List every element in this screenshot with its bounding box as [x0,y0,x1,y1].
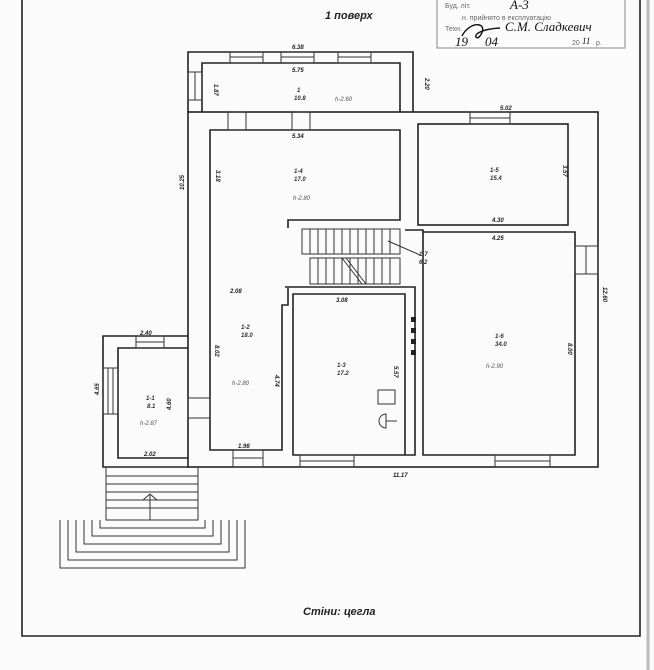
rooms-2-height: h-2.80 [232,381,250,387]
rooms-3-id: 1-3 [337,363,346,369]
dimensions-r16_side: 8.00 [566,343,572,355]
approval-stamp: Буд. літ. А-3 н. прийнято в експлуатацію… [436,0,626,49]
entrance-steps [59,467,246,569]
dimensions-annex_side: 1.87 [212,84,218,96]
dimensions-r15_side: 3.57 [561,165,567,177]
floor-title: 1 поверх [325,10,374,22]
dimensions-r16_top: 4.25 [491,236,504,242]
room-labels: 1 10.8 h-2.60 1-1 8.1 h-2.87 1-2 18.0 h-2.80 1… [140,88,507,427]
rooms-7-area: 6.2 [419,260,428,266]
dimensions-porch_side: 4.65 [95,383,101,396]
rooms-4-height: h-2.80 [293,196,311,202]
dimensions-main_right: 12.60 [601,287,607,303]
stamp-month: 04 [485,34,499,49]
ventilation-ducts [411,317,416,355]
room-1-6-label: 1-6 34.0 h-2.90 [486,334,507,370]
dimensions-main_left: 10.25 [180,174,186,190]
room-1-3-label: 1-3 17.2 [337,363,349,377]
dimensions-corridor_side: 8.02 [213,345,219,357]
room-1-7-label: 1-76.2 [419,252,428,266]
dimensions-corridor_bottom: 1.98 [238,444,250,450]
rooms-1-area: 8.1 [147,404,156,410]
stamp-signature: С.М. Сладкевич [505,19,592,34]
rooms-5-area: 15.4 [490,176,502,182]
room-1-6-wall [405,229,576,456]
stamp-year-suffix: р. [596,40,602,47]
rooms-2-id: 1-2 [241,325,250,331]
rooms-5-id: 1-5 [490,168,499,174]
dimensions-r15_bottom: 4.30 [491,218,504,224]
sink-icon [378,413,397,429]
dimensions-r13_side: 5.57 [392,366,398,378]
room-1-4-wall [209,129,401,228]
dimensions-porch_top: 2.40 [139,331,152,337]
dimensions-annex_outer: 6.38 [292,45,304,51]
stamp-day: 19 [455,34,469,49]
annex-outer-wall [187,51,414,112]
dimensions-porch_inner: 4.60 [167,398,173,411]
signature-mark [461,24,501,39]
room-1-2-label: 1-2 18.0 h-2.80 [232,325,253,387]
rooms-4-area: 17.0 [294,177,306,183]
room-1-4-label: 1-4 17.0 h-2.80 [293,169,311,202]
dimensions-main_bottom: 11.17 [393,473,408,479]
stamp-accepted-text: н. прийнято в експлуатацію [462,14,551,22]
dimensions-r14_width: 5.34 [292,134,304,140]
stamp-building-value: А-3 [509,0,529,12]
dimensions-annex_right: 2.20 [423,77,429,90]
rooms-6-height: h-2.90 [486,364,504,370]
stove-icon [377,389,396,405]
rooms-3-area: 17.2 [337,371,349,377]
dimensions-porch_bottom: 2.02 [143,452,156,458]
main-windows [187,111,599,468]
stamp-building-label: Буд. літ. [445,2,471,10]
dimensions-annex_inner: 5.75 [292,68,304,74]
porch-inner-wall [117,347,188,459]
room-1-5-label: 1-5 15.4 [490,168,502,182]
dimensions-corridor_inner: 4.74 [273,374,279,387]
stamp-technician-label: Техн. [445,26,462,33]
rooms-6-area: 34.0 [495,342,507,348]
dimension-labels: 6.38 5.75 1.87 2.20 5.34 3.18 10.25 5.02… [95,45,607,479]
dimensions-r14_side: 3.18 [214,170,220,182]
room-1-label: 1 10.8 h-2.60 [294,88,353,103]
rooms-0-area: 10.8 [294,96,306,102]
rooms-0-id: 1 [297,88,301,94]
annex-windows [187,51,372,101]
rooms-7-id: 1-7 [419,252,428,258]
stamp-year-hand: 11 [582,36,590,46]
porch-windows [102,335,165,415]
room-1-3-wall [285,286,416,456]
walls-material-note: Стіни: цегла [303,606,376,618]
rooms-1-height: h-2.87 [140,421,158,427]
room-1-5-wall [417,123,569,226]
rooms-6-id: 1-6 [495,334,504,340]
room-1-1-label: 1-1 8.1 h-2.87 [140,396,158,427]
dimensions-corridor_width: 2.08 [229,289,242,295]
rooms-4-id: 1-4 [294,169,303,175]
dimensions-r15_top: 5.02 [500,106,512,112]
main-outer-wall [187,111,599,468]
sheet-frame [21,0,641,637]
stamp-year: 20 [572,40,580,47]
rooms-0-height: h-2.60 [335,97,353,103]
dimensions-r13_top: 3.08 [336,298,348,304]
rooms-2-area: 18.0 [241,333,253,339]
staircase [301,228,421,285]
rooms-1-id: 1-1 [146,396,155,402]
